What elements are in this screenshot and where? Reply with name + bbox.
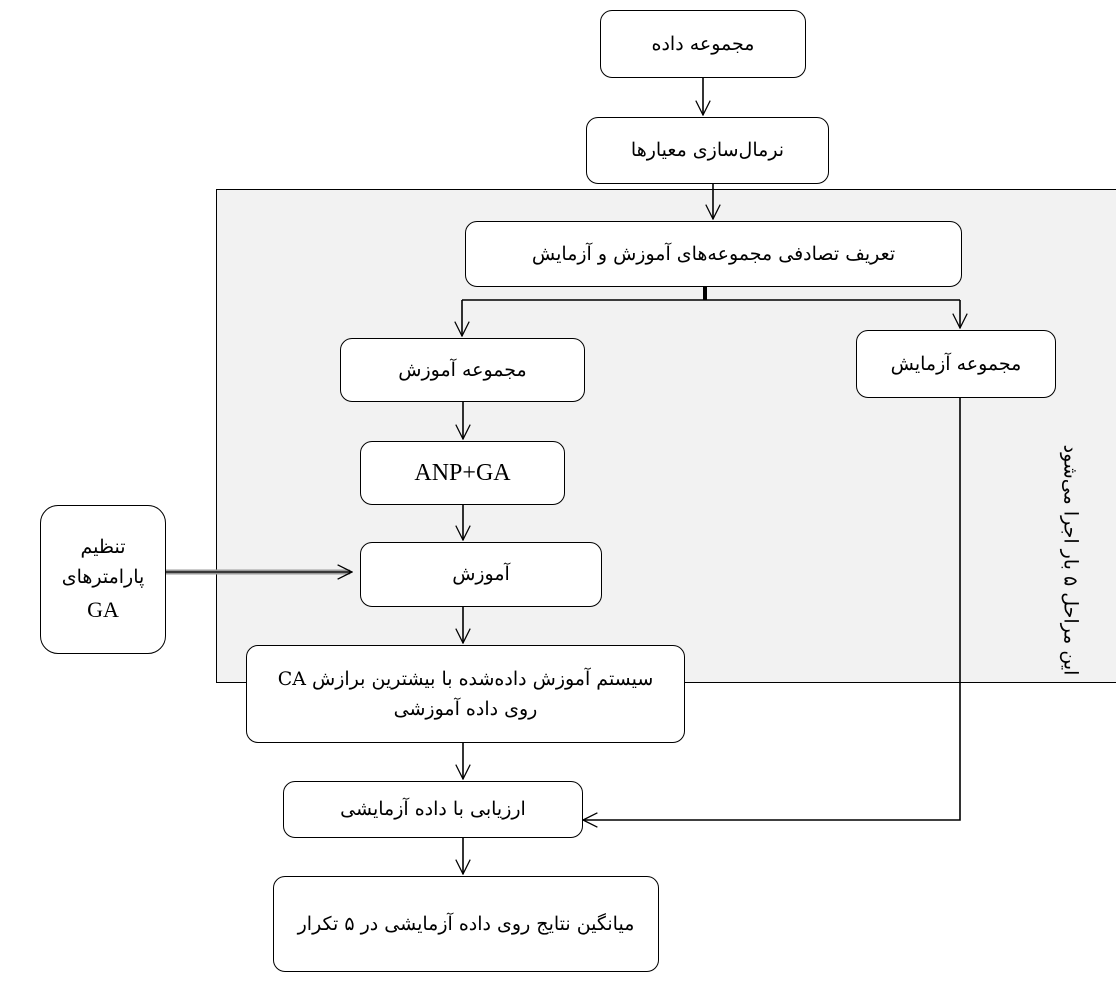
node-anp-ga-label: ANP+GA xyxy=(414,459,511,486)
node-evaluate-label: ارزیابی با داده آزمایشی xyxy=(340,798,526,821)
node-dataset-label: مجموعه داده xyxy=(651,32,755,55)
node-dataset: مجموعه داده xyxy=(600,10,806,78)
node-random-split: تعریف تصادفی مجموعه‌های آموزش و آزمایش xyxy=(465,221,962,287)
loop-note-label: این مراحل ۵ بار اجرا می‌شود xyxy=(1059,444,1081,676)
node-train-set-label: مجموعه آموزش xyxy=(398,358,527,381)
arrow-test-to-evaluate xyxy=(583,398,961,820)
loop-note: این مراحل ۵ بار اجرا می‌شود xyxy=(1040,445,1100,676)
node-test-set-label: مجموعه آزمایش xyxy=(890,352,1022,375)
node-anp-ga: ANP+GA xyxy=(360,441,565,505)
node-average: میانگین نتایج روی داده آزمایشی در ۵ تکرا… xyxy=(273,876,659,972)
node-random-split-label: تعریف تصادفی مجموعه‌های آموزش و آزمایش xyxy=(531,242,896,265)
node-best-system-line1: سیستم آموزش داده‌شده با بیشترین برازش CA xyxy=(277,667,654,690)
node-training: آموزش xyxy=(360,542,602,607)
node-ga-params-line3: GA xyxy=(87,597,119,623)
node-test-set: مجموعه آزمایش xyxy=(856,330,1056,398)
node-ga-params-line2: پارامترهای xyxy=(61,565,145,588)
node-average-label: میانگین نتایج روی داده آزمایشی در ۵ تکرا… xyxy=(297,912,635,935)
node-training-label: آموزش xyxy=(452,563,510,586)
node-best-system-line2: روی داده آموزشی xyxy=(393,698,538,720)
node-normalize-label: نرمال‌سازی معیارها xyxy=(630,139,785,162)
node-evaluate: ارزیابی با داده آزمایشی xyxy=(283,781,583,838)
node-train-set: مجموعه آموزش xyxy=(340,338,585,402)
node-ga-params: تنظیم پارامترهای GA xyxy=(40,505,166,654)
node-ga-params-line1: تنظیم xyxy=(80,535,126,558)
node-normalize: نرمال‌سازی معیارها xyxy=(586,117,829,184)
node-best-system: سیستم آموزش داده‌شده با بیشترین برازش CA… xyxy=(246,645,685,743)
